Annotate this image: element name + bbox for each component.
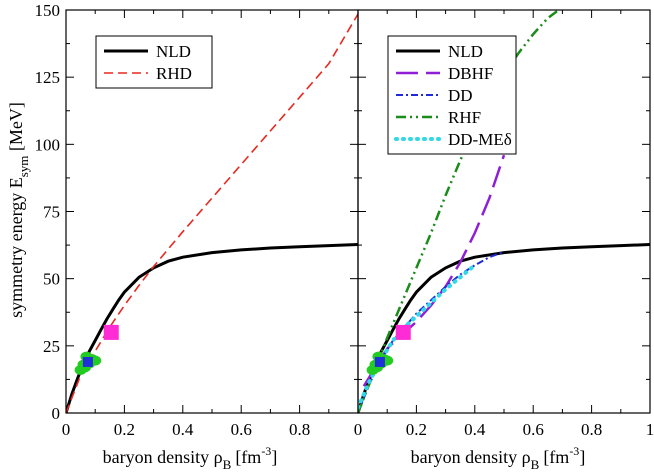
x-axis-title-right-main: baryon density ρ (411, 447, 531, 467)
legend-label: NLD (448, 42, 483, 61)
x-axis-title-left-sub: B (223, 457, 232, 472)
x-axis-title-right-unit: [fm (543, 447, 569, 467)
y-tick-label: 125 (35, 68, 61, 87)
y-tick-label: 100 (35, 135, 61, 154)
x-axis-title-right-close: ] (579, 447, 585, 467)
y-tick-label: 150 (35, 1, 61, 20)
legend-label: DBHF (448, 64, 493, 83)
x-axis-title-left-main: baryon density ρ (103, 447, 223, 467)
legend-label: RHD (156, 64, 192, 83)
x-axis-title-right-sup: -3 (569, 444, 579, 458)
y-tick-label: 50 (43, 270, 60, 289)
x-axis-title-right-sub: B (531, 457, 540, 472)
x-axis-title-right: baryon density ρB[fm-3] (411, 444, 586, 472)
series-line-dd (358, 250, 505, 413)
x-tick-label: 0.2 (406, 420, 427, 439)
x-tick-label: 0.8 (289, 420, 310, 439)
x-tick-label: 0 (354, 420, 363, 439)
y-axis-title-unit: [MeV] (6, 102, 26, 155)
legend-label: NLD (156, 42, 191, 61)
plot-area (358, 10, 650, 413)
svg-text:symmetry energy Esym [MeV]: symmetry energy Esym [MeV] (6, 102, 31, 318)
x-axis-title-left-sup: -3 (261, 444, 271, 458)
plot-frame (357, 9, 651, 414)
data-marker-square (103, 324, 119, 340)
x-axis-title-left-close: ] (271, 447, 277, 467)
x-tick-label: 0.4 (172, 420, 194, 439)
data-marker-square (82, 356, 93, 367)
x-tick-label: 0 (62, 420, 71, 439)
x-tick-label: 0.8 (581, 420, 602, 439)
y-axis-title-main: symmetry energy E (6, 177, 26, 318)
legend-label: DD (448, 86, 473, 105)
x-tick-label: 1 (646, 420, 654, 439)
legend: NLD DBHF DD RHF DD-MEδ (387, 35, 517, 155)
x-axis-title-left: baryon density ρB[fm-3] (103, 444, 278, 472)
legend-box (387, 35, 517, 155)
x-tick-label: 0.2 (114, 420, 135, 439)
x-axis-title-left-unit: [fm (235, 447, 261, 467)
x-tick-label: 0.4 (464, 420, 486, 439)
legend-box (95, 35, 213, 89)
legend-label: DD-MEδ (448, 130, 512, 149)
plot-area (66, 13, 358, 413)
y-axis-title: symmetry energy Esym [MeV] (6, 102, 31, 318)
y-tick-label: 75 (43, 203, 60, 222)
y-tick-label: 25 (43, 337, 60, 356)
x-tick-label: 0.6 (523, 420, 544, 439)
legend-label: RHF (448, 108, 481, 127)
x-tick-label: 0.6 (231, 420, 252, 439)
y-tick-label: 0 (52, 404, 61, 423)
y-axis-title-sub: sym (16, 156, 31, 178)
right-panel: 0 0.2 0.4 0.6 0.8 1 NLD DBHF DD RHF DD-MEδ (354, 9, 654, 439)
series-line-rhd (66, 13, 358, 413)
data-marker-square (395, 324, 411, 340)
data-marker-square (374, 356, 385, 367)
series-line-rhf (358, 10, 561, 413)
legend: NLD RHD (95, 35, 213, 89)
series-line-ddme (358, 263, 477, 410)
